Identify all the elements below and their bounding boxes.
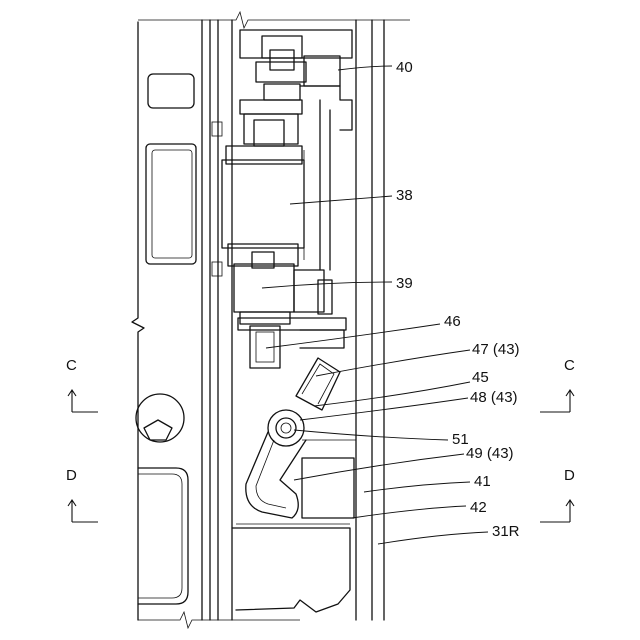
arrow-c-right bbox=[540, 390, 574, 412]
actuator-top-40 bbox=[240, 30, 352, 270]
label-38: 38 bbox=[396, 187, 413, 204]
label-47: 47 (43) bbox=[472, 341, 520, 358]
label-40: 40 bbox=[396, 59, 413, 76]
section-mark-d-right: D bbox=[564, 467, 575, 484]
pivot-51 bbox=[276, 418, 296, 438]
gear-unit-39 bbox=[234, 252, 332, 324]
block-41 bbox=[302, 458, 354, 518]
top-block bbox=[240, 30, 352, 58]
upper-slot bbox=[148, 74, 194, 108]
lever-46 bbox=[238, 318, 346, 368]
top-break-line bbox=[138, 12, 410, 28]
leader-41 bbox=[364, 482, 470, 492]
arrow-d-left bbox=[68, 500, 98, 522]
cam-arm-43 bbox=[246, 358, 340, 518]
section-mark-c-left: C bbox=[66, 357, 77, 374]
arm-upper-47 bbox=[296, 358, 340, 410]
left-housing-edge bbox=[132, 22, 144, 620]
housing-frame bbox=[132, 12, 410, 628]
label-48: 48 (43) bbox=[470, 389, 518, 406]
label-41: 41 bbox=[474, 473, 491, 490]
leader-38 bbox=[290, 196, 392, 204]
leader-lines bbox=[262, 66, 488, 544]
arrow-d-right bbox=[540, 500, 574, 522]
leader-31R bbox=[378, 532, 488, 544]
label-46: 46 bbox=[444, 313, 461, 330]
arrow-c-left bbox=[68, 390, 98, 412]
round-knob bbox=[136, 394, 184, 442]
bottom-break-line bbox=[138, 612, 300, 628]
leader-51 bbox=[294, 430, 448, 440]
side-window bbox=[146, 144, 196, 264]
knob-key bbox=[144, 420, 172, 440]
leader-47 bbox=[316, 350, 470, 376]
label-49: 49 (43) bbox=[466, 445, 514, 462]
left-features bbox=[136, 74, 222, 604]
leader-46 bbox=[266, 324, 440, 348]
lower-block-41 bbox=[302, 440, 356, 518]
label-42: 42 bbox=[470, 499, 487, 516]
label-45: 45 bbox=[472, 369, 489, 386]
base-42-outline bbox=[232, 528, 350, 612]
label-31R: 31R bbox=[492, 523, 520, 540]
leader-45 bbox=[314, 382, 470, 406]
leader-42 bbox=[352, 506, 466, 518]
lower-pocket bbox=[138, 468, 188, 604]
section-mark-d-left: D bbox=[66, 467, 77, 484]
label-39: 39 bbox=[396, 275, 413, 292]
section-mark-c-right: C bbox=[564, 357, 575, 374]
base-42 bbox=[232, 524, 350, 612]
motor-bottom-cap bbox=[228, 244, 298, 266]
arm-lower-49 bbox=[246, 432, 306, 518]
motor-top-cap bbox=[226, 146, 302, 164]
motor-38 bbox=[222, 146, 304, 266]
